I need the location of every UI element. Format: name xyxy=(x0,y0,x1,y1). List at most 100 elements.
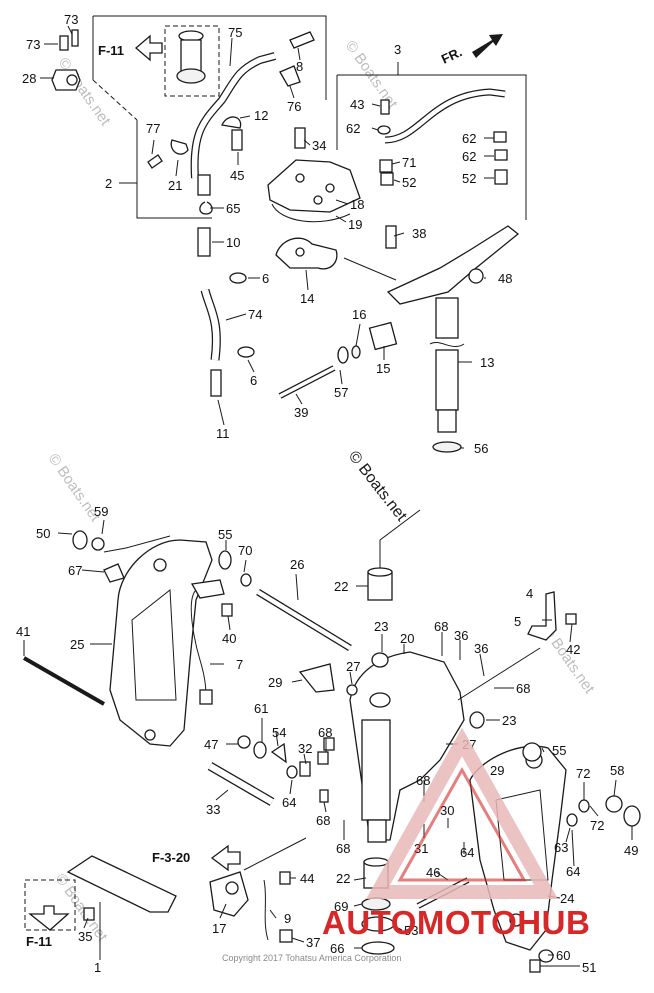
clamp-14 xyxy=(275,237,338,270)
svg-text:F-3-20: F-3-20 xyxy=(152,850,190,865)
label-74: 74 xyxy=(248,307,262,322)
steering-bracket-18 xyxy=(267,159,361,223)
vent-hose-parts xyxy=(190,52,277,397)
label-5: 5 xyxy=(514,614,521,629)
label-36a: 36 xyxy=(454,628,468,643)
label-50: 50 xyxy=(36,526,50,541)
label-63: 63 xyxy=(554,840,568,855)
rod-33 xyxy=(207,762,275,806)
label-6a: 6 xyxy=(262,271,269,286)
bracket-4-5 xyxy=(457,591,577,701)
label-25: 25 xyxy=(70,637,84,652)
label-18: 18 xyxy=(350,197,364,212)
assembly-frame-3 xyxy=(336,62,527,220)
label-11: 11 xyxy=(216,426,230,441)
label-71: 71 xyxy=(402,155,416,170)
fasteners-mid xyxy=(237,735,335,803)
label-67: 67 xyxy=(68,563,82,578)
label-8: 8 xyxy=(296,59,303,74)
label-73b: 73 xyxy=(26,37,40,52)
label-62a: 62 xyxy=(346,121,360,136)
ref-f11-top[interactable]: F-11 xyxy=(98,34,163,62)
label-53: 53 xyxy=(404,923,418,938)
label-38: 38 xyxy=(412,226,426,241)
label-34: 34 xyxy=(312,138,326,153)
label-68c: 68 xyxy=(318,725,332,740)
label-68d: 68 xyxy=(316,813,330,828)
steering-rod-3 xyxy=(377,88,508,186)
svg-text:FR.: FR. xyxy=(439,44,464,66)
fasteners-upper-left xyxy=(51,29,315,169)
label-76: 76 xyxy=(287,99,301,114)
label-52a: 52 xyxy=(402,175,416,190)
label-20: 20 xyxy=(400,631,414,646)
label-33: 33 xyxy=(206,802,220,817)
assembly-frame-2 xyxy=(92,15,327,219)
ref-f3-20[interactable]: F-3-20 xyxy=(152,844,241,872)
label-54: 54 xyxy=(272,725,286,740)
label-12: 12 xyxy=(254,108,268,123)
bushing-22-upper xyxy=(367,509,421,601)
watermark-top-left: © Boats.net xyxy=(55,55,114,130)
label-24: 24 xyxy=(560,891,574,906)
label-47: 47 xyxy=(204,737,218,752)
bolt-39-assembly xyxy=(229,272,398,399)
label-23a: 23 xyxy=(374,619,388,634)
label-61: 61 xyxy=(254,701,268,716)
grommet-part xyxy=(176,30,206,84)
watermark-center: © Boats.net xyxy=(345,448,410,525)
label-44: 44 xyxy=(300,871,314,886)
trim-wire-7 xyxy=(190,550,252,705)
part-number-labels: 73 73 28 75 8 76 12 77 21 45 2 65 10 6 7… xyxy=(16,12,638,975)
label-72b: 72 xyxy=(590,818,604,833)
label-42: 42 xyxy=(566,642,580,657)
front-direction-indicator: FR. xyxy=(439,34,503,67)
label-62c: 62 xyxy=(462,149,476,164)
label-66: 66 xyxy=(330,941,344,956)
plate-1 xyxy=(24,855,177,960)
label-58: 58 xyxy=(610,763,624,778)
label-16: 16 xyxy=(352,307,366,322)
label-55a: 55 xyxy=(218,527,232,542)
label-43: 43 xyxy=(350,97,364,112)
label-73a: 73 xyxy=(64,12,78,27)
label-77: 77 xyxy=(146,121,160,136)
label-37: 37 xyxy=(306,935,320,950)
label-23b: 23 xyxy=(502,713,516,728)
label-35: 35 xyxy=(78,929,92,944)
label-62b: 62 xyxy=(462,131,476,146)
ref-f11-bottom[interactable]: F-11 xyxy=(26,934,52,949)
label-60: 60 xyxy=(556,948,570,963)
label-22a: 22 xyxy=(334,579,348,594)
label-68f: 68 xyxy=(416,773,430,788)
label-6b: 6 xyxy=(250,373,257,388)
label-36b: 36 xyxy=(474,641,488,656)
label-26: 26 xyxy=(290,557,304,572)
inset-grommet-box xyxy=(164,25,220,97)
label-1: 1 xyxy=(94,960,101,975)
swivel-bracket-20 xyxy=(298,651,485,843)
automotohub-logo: AUTOMOTOHUB xyxy=(322,727,590,941)
label-70: 70 xyxy=(238,543,252,558)
label-68b: 68 xyxy=(516,681,530,696)
label-7: 7 xyxy=(236,657,243,672)
copyright-notice: Copyright 2017 Tohatsu America Corporati… xyxy=(222,953,401,963)
label-68a: 68 xyxy=(434,619,448,634)
label-10: 10 xyxy=(226,235,240,250)
label-39: 39 xyxy=(294,405,308,420)
label-2: 2 xyxy=(105,176,112,191)
tilt-tube-26 xyxy=(256,589,352,651)
label-59: 59 xyxy=(94,504,108,519)
label-19: 19 xyxy=(348,217,362,232)
label-13: 13 xyxy=(480,355,494,370)
label-64c: 64 xyxy=(566,864,580,879)
label-4: 4 xyxy=(526,586,533,601)
label-51: 51 xyxy=(582,960,596,975)
svg-text:F-11: F-11 xyxy=(98,43,124,58)
label-57: 57 xyxy=(334,385,348,400)
label-72a: 72 xyxy=(576,766,590,781)
thrust-rod-44-37 xyxy=(209,837,307,943)
label-31: 31 xyxy=(414,841,428,856)
label-14: 14 xyxy=(300,291,314,306)
